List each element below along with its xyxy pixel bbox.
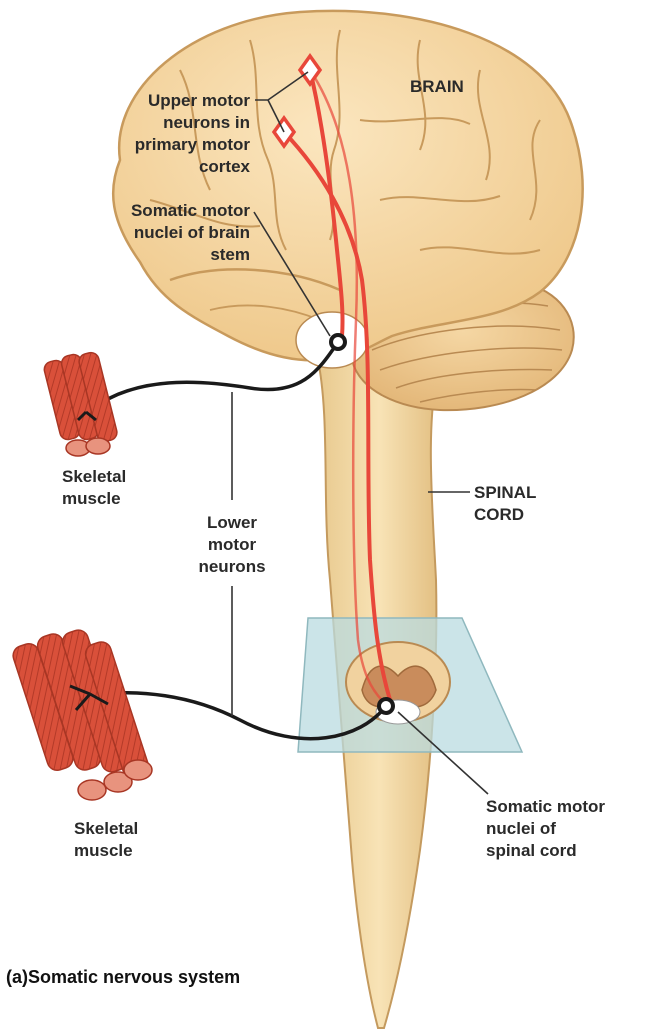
label-spinal-cord: SPINAL CORD	[474, 482, 536, 526]
skeletal-muscle-upper	[43, 351, 119, 456]
label-skeletal-muscle-upper: Skeletal muscle	[62, 466, 126, 510]
figure-caption: (a)Somatic nervous system	[6, 966, 240, 988]
label-somatic-motor-nuclei-spinal-cord: Somatic motor nuclei of spinal cord	[486, 796, 605, 862]
skeletal-muscle-lower	[11, 628, 152, 800]
cerebrum	[113, 11, 583, 360]
label-upper-motor-neurons: Upper motor neurons in primary motor cor…	[98, 90, 250, 178]
label-lower-motor-neurons: Lower motor neurons	[180, 512, 284, 578]
label-brain: BRAIN	[410, 76, 464, 98]
label-somatic-motor-nuclei-brain-stem: Somatic motor nuclei of brain stem	[84, 200, 250, 266]
label-skeletal-muscle-lower: Skeletal muscle	[74, 818, 138, 862]
